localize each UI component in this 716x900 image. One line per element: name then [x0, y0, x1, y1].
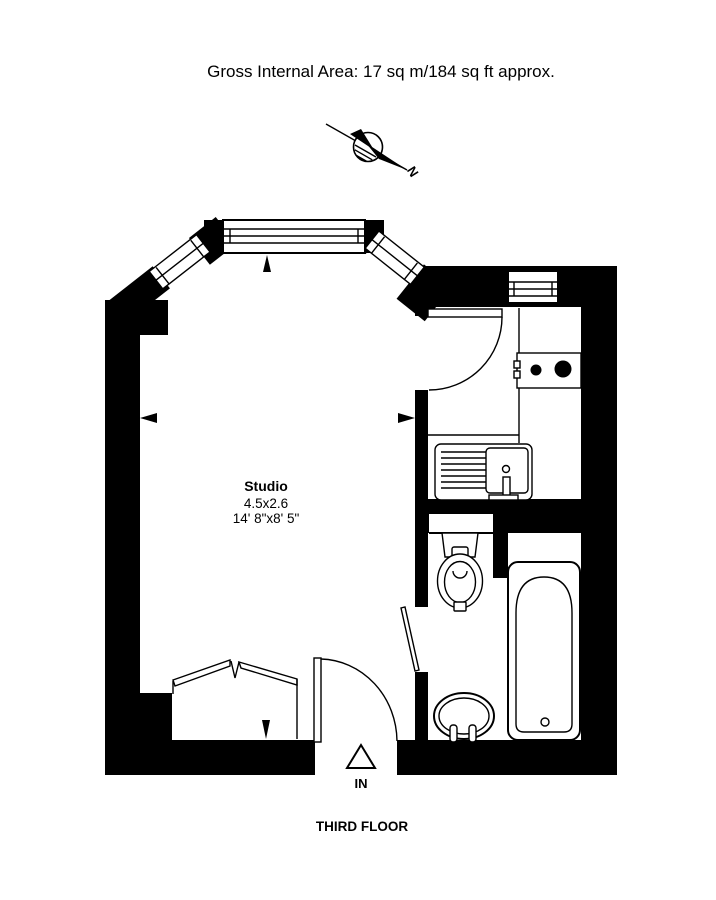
room-name-label: Studio: [244, 478, 288, 494]
toilet-outlet: [453, 601, 467, 612]
wash-basin-bowl: [438, 697, 490, 735]
measure-arrow-down: [262, 720, 270, 739]
entrance-door-leaf: [313, 657, 322, 743]
wardrobe-door-right: [237, 660, 298, 686]
entrance-door-swing-arc: [320, 658, 398, 742]
kitchen-sink-taphole: [501, 464, 511, 474]
compass-north-label: N: [404, 164, 422, 180]
hob-knob-2: [513, 370, 521, 379]
left-wall: [105, 300, 140, 740]
hob-burner-small: [530, 364, 542, 376]
kitchen-sink-drainer-lines: [441, 451, 486, 489]
wash-basin-tap-left: [449, 724, 458, 743]
bottom-wall-right: [397, 740, 615, 775]
bathtub-outer: [507, 561, 581, 741]
toilet-bowl-curve: [452, 570, 468, 579]
kitchen-sink: [434, 443, 533, 501]
right-wall: [581, 266, 617, 775]
kitchen-window-frame: [507, 270, 559, 304]
measure-arrow-left: [140, 413, 157, 423]
entrance-marker-triangle: [345, 743, 377, 769]
bathroom-door-leaf: [400, 606, 420, 672]
bay-window-center: [222, 219, 366, 254]
bathtub: [507, 561, 581, 741]
wash-basin-tap-right: [468, 724, 477, 743]
partition-wall-low: [415, 672, 428, 740]
entrance-door: [313, 657, 398, 769]
entrance-label: IN: [355, 776, 368, 791]
kitchen-door-leaf: [427, 308, 503, 318]
kitchen-window: [507, 270, 559, 304]
room-dim-metric-label: 4.5x2.6: [244, 496, 288, 511]
toilet-cistern: [441, 532, 479, 558]
compass-hatch-lines: [354, 144, 377, 162]
hob-knob-1: [513, 360, 521, 369]
hob: [513, 352, 582, 389]
gross-area-label: Gross Internal Area: 17 sq m/184 sq ft a…: [207, 62, 555, 81]
bay-right-wall-segment-b: [396, 264, 453, 322]
partition-wall-mid: [415, 390, 428, 607]
kitchen-window-panes: [508, 281, 558, 297]
bay-side-left: [107, 217, 237, 325]
wash-basin-rim: [433, 692, 495, 740]
wardrobe-center-notch: [230, 660, 240, 679]
kitchen: [427, 308, 582, 501]
bathtub-inner: [515, 576, 573, 733]
hob-burner-large: [554, 360, 572, 378]
bathtub-drain: [540, 717, 550, 727]
bay-window-left-panes: [155, 239, 205, 285]
wash-basin: [433, 692, 495, 743]
bathroom: [400, 532, 581, 743]
compass-arrowhead: [366, 143, 407, 170]
floor-label: THIRD FLOOR: [316, 819, 408, 834]
north-arrow-icon: N: [325, 123, 422, 180]
room-dim-imperial-label: 14' 8"x8' 5": [233, 511, 300, 526]
kitchen-door-swing-arc: [428, 316, 503, 391]
wardrobe-door-left: [172, 659, 231, 687]
wardrobe: [172, 659, 298, 739]
toilet: [436, 532, 484, 612]
bay-window-right-panes: [370, 236, 418, 280]
bay-window-center-panes: [223, 228, 365, 244]
hob-top: [516, 352, 582, 389]
measure-arrow-up: [263, 255, 271, 272]
bathroom-wall-notch: [429, 514, 493, 533]
measurement-arrows: [140, 255, 415, 739]
closet-pier-wall: [105, 693, 172, 740]
kitchen-sink-base: [488, 494, 519, 501]
toilet-tub-stub-wall: [493, 515, 508, 578]
measure-arrow-right: [398, 413, 415, 423]
bay-left-wall-segment-a: [107, 266, 170, 325]
bottom-wall-left: [105, 740, 315, 775]
